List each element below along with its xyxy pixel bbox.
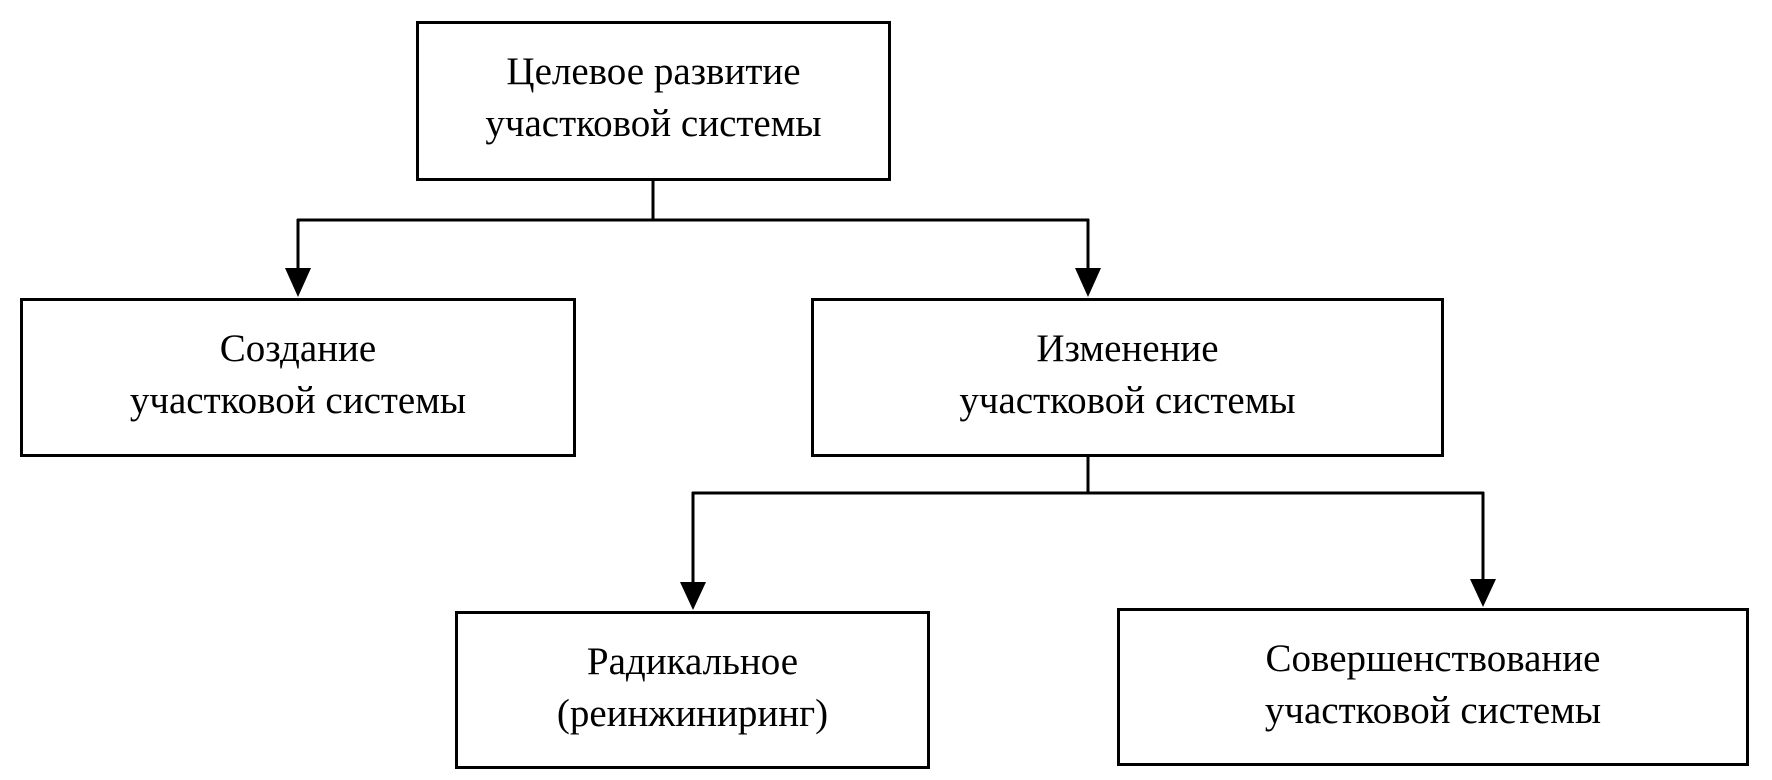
node-target-development: Целевое развитие участковой системы	[416, 21, 891, 181]
node-improve-system: Совершенствование участковой системы	[1117, 608, 1749, 766]
node-radical-reengineering: Радикальное (реинжиниринг)	[455, 611, 930, 769]
node-label-line: Изменение	[1036, 327, 1219, 370]
arrowhead-to-radical	[680, 582, 706, 610]
node-label-line: участковой системы	[485, 102, 822, 145]
arrowhead-to-improve	[1470, 579, 1496, 607]
node-label-line: Совершенствование	[1265, 637, 1601, 680]
arrowhead-to-create	[285, 268, 311, 297]
node-change-system: Изменение участковой системы	[811, 298, 1444, 457]
node-label-line: Создание	[219, 327, 377, 370]
node-label-line: участковой системы	[1264, 689, 1602, 732]
arrowhead-to-change	[1075, 268, 1101, 297]
node-label-line: Радикальное	[586, 640, 799, 683]
node-label-line: участковой системы	[129, 379, 467, 422]
node-create-system: Создание участковой системы	[20, 298, 576, 457]
node-label-line: (реинжиниринг)	[556, 692, 829, 735]
node-label-line: Целевое развитие	[506, 50, 801, 93]
node-label-line: участковой системы	[959, 379, 1296, 422]
